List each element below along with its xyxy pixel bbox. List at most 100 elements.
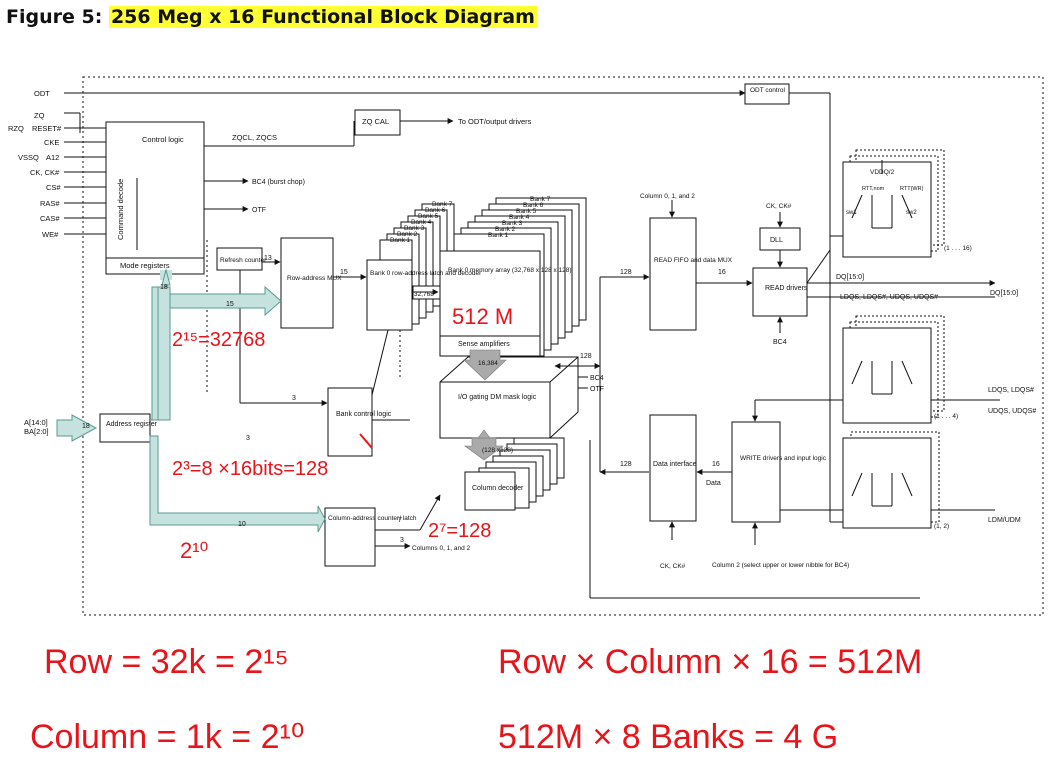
data-label: Data (706, 480, 721, 487)
interface-width-label: 128 (620, 461, 632, 468)
cs-signal-label: CS# (46, 183, 61, 192)
refresh-counter-label: Refresh counter (220, 257, 267, 264)
command-decode-label: Command decode (116, 179, 125, 240)
io-gating-label: I/O gating DM mask logic (458, 394, 537, 401)
row-count-label: 32,768 (414, 291, 434, 298)
cas-signal-label: CAS# (40, 214, 60, 223)
figure-title: Figure 5: 256 Meg x 16 Functional Block … (6, 6, 537, 28)
bank0-row-decoder-block (366, 259, 413, 331)
sense-count-label: 16,384 (478, 360, 498, 367)
column-counter-label: Column-address counter/ latch (328, 515, 417, 522)
left-bank-2: Bank 2 (397, 231, 418, 238)
reset-signal-label: RESET# (32, 124, 62, 133)
figure-title-highlight: 256 Meg x 16 Functional Block Diagram (108, 6, 537, 28)
row-mux-block (280, 237, 334, 329)
to-odt-label: To ODT/output drivers (458, 117, 532, 126)
rtt-wr-label: RTT(WR) (900, 186, 924, 192)
odt-network-dq (830, 149, 945, 258)
rzq-label: RZQ (8, 124, 24, 133)
column-bits-label: 7 (398, 517, 402, 524)
row-bits-annotation: 2¹⁵=32768 (172, 329, 265, 351)
io-gating-block (439, 356, 579, 439)
a12-signal-label: A12 (46, 153, 59, 162)
repeat-4-label: (1 . . . 4) (934, 413, 958, 420)
columns-label: Columns 0, 1, and 2 (412, 545, 471, 552)
ras-signal-label: RAS# (40, 199, 60, 208)
odt-control-label: ODT control (750, 87, 785, 94)
cke-signal-label: CKE (44, 138, 59, 147)
io-bc4-label: BC4 (590, 375, 604, 382)
we-signal-label: WE# (42, 230, 59, 239)
input-signal-lines (64, 90, 746, 235)
left-bank-6: Bank 6 (425, 207, 446, 214)
address-bus (56, 268, 326, 533)
address-register-label: Address register (106, 421, 158, 428)
bank-address-signal-label: BA[2:0] (24, 427, 49, 436)
sw1-label: sw1 (846, 210, 857, 216)
read-width-label: 16 (718, 269, 726, 276)
zq-cal-label: ZQ CAL (362, 117, 389, 126)
read-bc4-label: BC4 (773, 339, 787, 346)
strobe-list-label: LDQS, LDQS#, UDQS, UDQS# (840, 294, 938, 301)
chip-boundary (82, 76, 1044, 616)
sw2-label: sw2 (906, 210, 917, 216)
read-drivers-label: READ drivers (765, 285, 808, 292)
otf-label: OTF (252, 207, 266, 214)
write-drivers-label: WRITE drivers and input logic (740, 455, 827, 462)
bottom-clock-label: CK, CK# (660, 563, 686, 570)
ldm-pin-label: LDM/UDM (988, 517, 1021, 524)
address-register-block (99, 413, 151, 443)
row-bits-label: 15 (340, 269, 348, 276)
dll-clock-label: CK, CK# (766, 203, 792, 210)
odt-network-dm (830, 431, 940, 529)
right-bank-4: Bank 4 (509, 214, 530, 221)
sense-amplifiers-label: Sense amplifiers (458, 341, 510, 348)
io-otf-label: OTF (590, 386, 604, 393)
refresh-bits-label: 13 (264, 255, 272, 262)
right-bank-6: Bank 6 (523, 202, 544, 209)
size-equation: Row × Column × 16 = 512M (498, 643, 922, 681)
row-equation: Row = 32k = 2¹⁵ (44, 643, 289, 681)
mode-registers-label: Mode registers (120, 261, 170, 270)
read-fifo-block (649, 217, 697, 331)
repeat-16-label: (1 . . . 16) (944, 245, 972, 252)
address-bus-width-label: 18 (82, 423, 90, 430)
address-signal-label: A[14:0] (24, 418, 48, 427)
zqcl-label: ZQCL, ZQCS (232, 133, 277, 142)
right-bank-2: Bank 2 (495, 226, 516, 233)
bank-control-block (327, 387, 373, 457)
left-bank-1: Bank 1 (390, 237, 411, 244)
bank0-memory-array-block (439, 250, 541, 357)
figure-number: Figure 5: (6, 6, 103, 28)
data-interface-label: Data interface (653, 461, 697, 468)
left-bank-3: Bank 3 (404, 225, 425, 232)
left-bank-4: Bank 4 (411, 219, 432, 226)
zq-signal-label: ZQ (34, 111, 45, 120)
column-exponent-annotation: 2¹⁰ (180, 538, 209, 563)
column-decoder-label: Column decoder (472, 485, 524, 492)
column-count-label: (128 x128) (482, 447, 513, 454)
column2-label: Column 2 (select upper or lower nibble f… (712, 562, 849, 569)
total-capacity-equation: 512M × 8 Banks = 4 G (498, 718, 838, 756)
dll-label: DLL (770, 237, 783, 244)
bank0-memory-array-label: Bank 0 memory array (32,768 x 128 x 128) (448, 267, 572, 274)
gray-arrows (463, 349, 507, 461)
io-width-label: 128 (580, 353, 592, 360)
right-bank-1: Bank 1 (488, 232, 509, 239)
data-interface-block (649, 414, 697, 522)
column-counter-block (324, 507, 376, 567)
dq-internal-label: DQ[15:0] (836, 274, 864, 281)
zq-cal-block (354, 109, 401, 136)
write-width-label: 16 (712, 461, 720, 468)
column-decoder-block (464, 471, 516, 511)
read-fifo-label: READ FIFO and data MUX (654, 257, 733, 264)
fifo-width-label: 128 (620, 269, 632, 276)
rtt-nom-label: RTT,nom (862, 186, 885, 192)
right-bank-3: Bank 3 (502, 220, 523, 227)
bank-bits-a-label: 3 (292, 395, 296, 402)
bank-control-label: Bank control logic (336, 411, 392, 418)
column-equation: Column = 1k = 2¹⁰ (30, 718, 304, 756)
memory-size-annotation: 512 M (452, 304, 513, 329)
right-bank-7: Bank 7 (530, 196, 551, 203)
udqs-pin-label: UDQS, UDQS# (988, 408, 1036, 415)
